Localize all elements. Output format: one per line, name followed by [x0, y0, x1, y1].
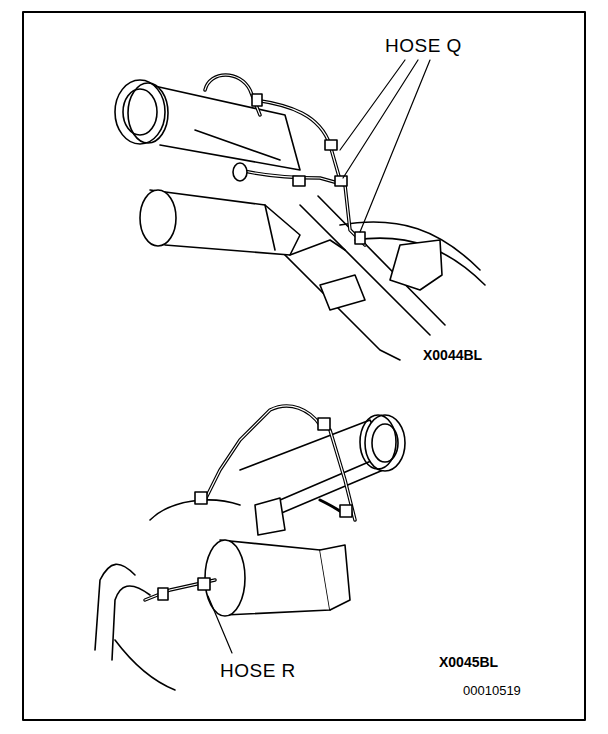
- figure-code: X0045BL: [437, 655, 500, 670]
- part-label: HOSE Q: [383, 36, 464, 57]
- part-label: HOSE R: [218, 661, 298, 682]
- bottom-figure: [95, 406, 405, 690]
- figure-code: X0044BL: [421, 348, 484, 363]
- frame-border: [23, 12, 585, 720]
- top-figure: [115, 60, 485, 360]
- document-number: 00010519: [461, 684, 523, 698]
